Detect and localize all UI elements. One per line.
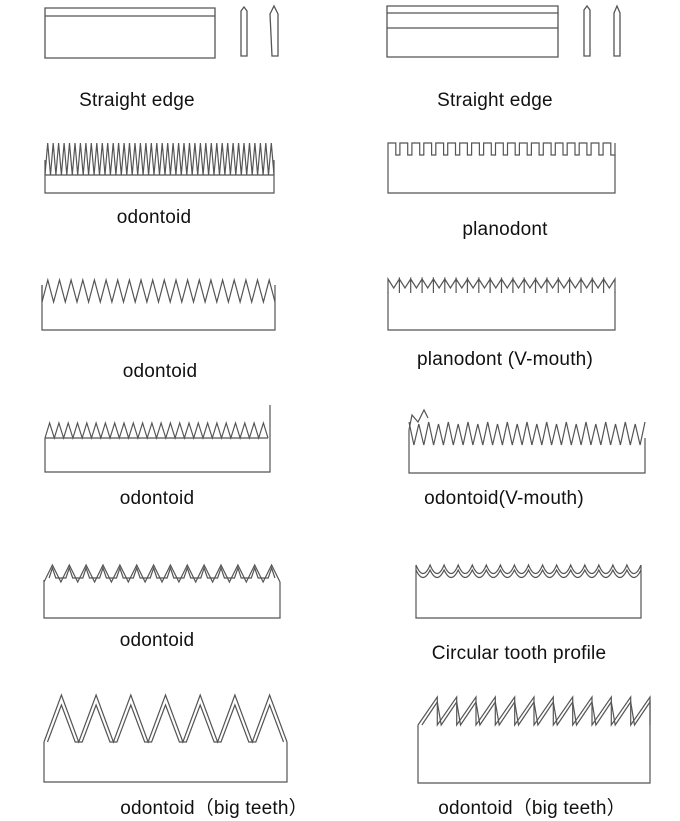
label-odontoid-small: odontoid xyxy=(119,488,195,509)
big-v-teeth-blade xyxy=(44,695,287,782)
m-teeth-blade xyxy=(388,279,615,330)
small-double-teeth-blade xyxy=(45,405,270,472)
label-circular-tooth-profile: Circular tooth profile xyxy=(431,643,607,664)
sharp-v-teeth-blade xyxy=(42,280,275,330)
label-straight-edge-left: Straight edge xyxy=(79,90,195,111)
label-odontoid-inverted: odontoid xyxy=(119,630,195,651)
label-planodont: planodont xyxy=(462,219,548,240)
label-planodont-v-mouth: planodont (V-mouth) xyxy=(417,349,593,370)
straight-edge-blade-left xyxy=(45,6,278,58)
label-odontoid-fine: odontoid xyxy=(116,207,192,228)
scalloped-blade xyxy=(416,565,641,618)
label-straight-edge-right: Straight edge xyxy=(437,90,553,111)
label-odontoid-big-teeth-left: odontoid（big teeth） xyxy=(120,798,308,819)
big-sawtooth-blade xyxy=(418,697,650,783)
inverted-v-teeth-blade xyxy=(44,565,280,618)
label-odontoid-big-teeth-right: odontoid（big teeth） xyxy=(438,798,626,819)
label-odontoid-v-mouth: odontoid(V-mouth) xyxy=(424,488,584,509)
straight-edge-blade-right xyxy=(387,6,620,57)
fine-serrated-blade xyxy=(45,143,274,193)
flat-castellated-blade xyxy=(388,143,615,193)
label-odontoid-v: odontoid xyxy=(122,361,198,382)
wavy-v-teeth-blade xyxy=(409,410,645,473)
